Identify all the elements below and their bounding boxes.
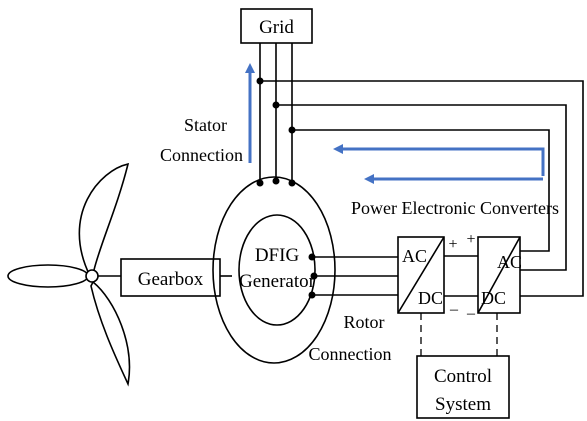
control-signal-lines (420, 313, 498, 356)
converter1-dc-label: DC (418, 288, 443, 308)
grid-side-feed-lines (256, 77, 584, 297)
converter1-ac-label: AC (402, 246, 427, 266)
generator-label-line2: Generator (239, 271, 316, 292)
gearbox-box (120, 258, 221, 297)
grid-label: Grid (259, 17, 294, 38)
converter2-dc-label: DC (481, 288, 506, 308)
dc-plus-right: + (466, 231, 475, 248)
control-system-line1: Control (434, 366, 492, 387)
dc-plus-left: + (448, 236, 457, 253)
converters-label: Power Electronic Converters (351, 198, 559, 218)
converter-flow-arrow-upper (333, 144, 545, 176)
turbine-blade-left (7, 264, 89, 288)
dc-minus-right: – (466, 305, 476, 322)
stator-label-line2: Connection (160, 145, 243, 165)
control-system-line2: System (435, 394, 491, 415)
stator-connection-lines (256, 43, 296, 187)
grid-box (240, 8, 313, 44)
rotor-label-line1: Rotor (343, 312, 384, 332)
dc-minus-left: – (449, 301, 459, 318)
wind-turbine (7, 162, 131, 387)
generator-label-line1: DFIG (255, 245, 300, 266)
generator-rotor-ring (238, 214, 316, 326)
generator-stator-ring (212, 176, 336, 364)
converter2-ac-label: AC (497, 252, 522, 272)
turbine-hub (85, 269, 99, 283)
stator-label-line1: Stator (184, 115, 227, 135)
turbine-blade-bottom (90, 280, 131, 387)
gearbox-label: Gearbox (138, 269, 204, 290)
turbine-blade-top (78, 162, 130, 278)
rotor-connection-lines (308, 253, 398, 299)
control-system-box (416, 355, 510, 419)
rotor-label-line2: Connection (309, 344, 392, 364)
